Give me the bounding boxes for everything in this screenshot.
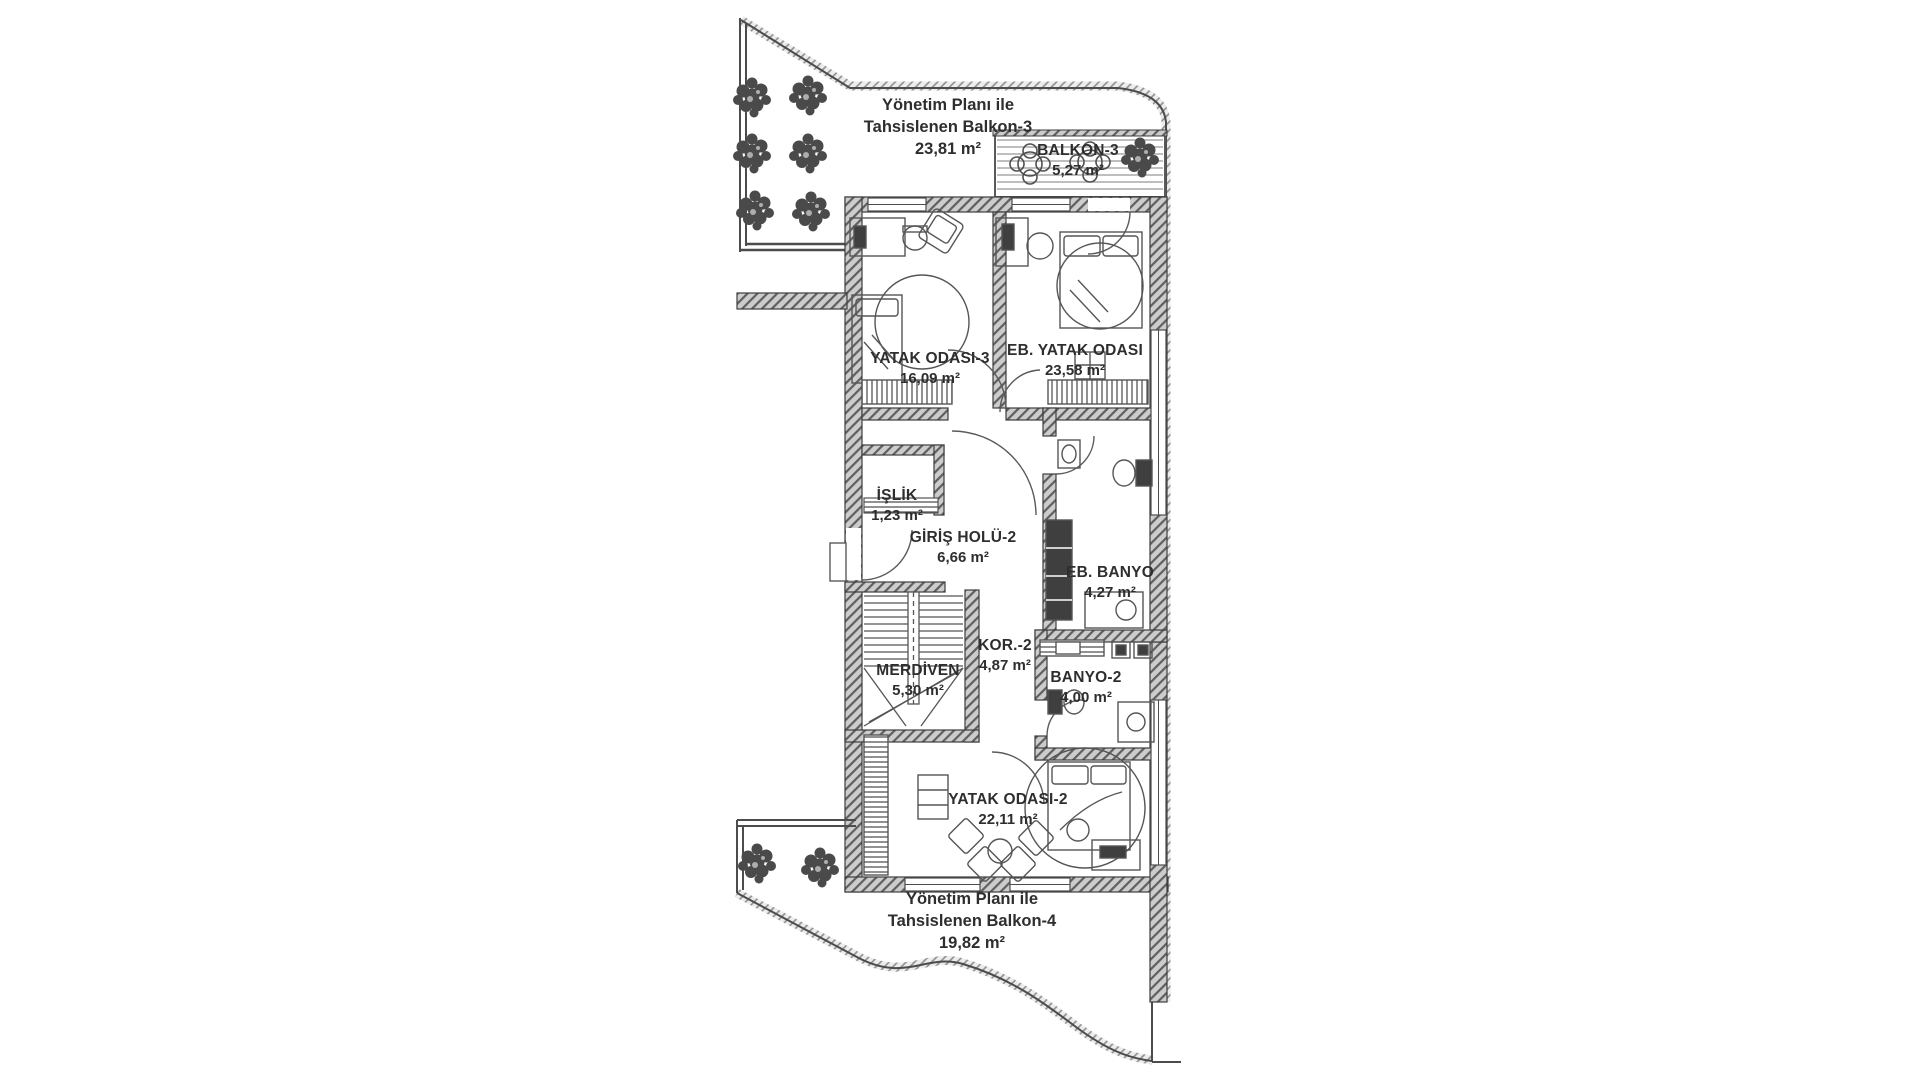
- label-merdiven: MERDİVEN 5,30 m²: [876, 661, 959, 701]
- label-banyo-2: BANYO-2 4,00 m²: [1050, 668, 1121, 708]
- terrace4-line2: Tahsislenen Balkon-4: [887, 912, 1057, 930]
- terrace3-area: 23,81 m²: [914, 140, 982, 158]
- room-name: İŞLİK: [876, 487, 918, 504]
- site-boundary: [734, 16, 1181, 1065]
- room-name: EB. BANYO: [1066, 564, 1154, 581]
- room-area: 4,00 m²: [1060, 689, 1112, 706]
- room-area: 5,27 m²: [1052, 162, 1104, 179]
- terrace-balkon-3-planter: [733, 75, 852, 252]
- label-eb-yatak-odasi: EB. YATAK ODASI 23,58 m²: [1007, 341, 1143, 381]
- label-giris-holu-2: GİRİŞ HOLÜ-2 6,66 m²: [910, 528, 1017, 568]
- terrace3-line1: Yönetim Planı ile: [881, 96, 1015, 114]
- room-eb-banyo-fixtures: [1045, 439, 1153, 629]
- terrace-balkon-4-planter: [736, 819, 856, 893]
- room-name: BALKON-3: [1037, 142, 1119, 159]
- tree-icons-top: [733, 75, 830, 232]
- tree-icons-bottom: [738, 843, 839, 888]
- label-yatak-odasi-2: YATAK ODASI-2 22,11 m²: [948, 790, 1067, 830]
- label-eb-banyo: EB. BANYO 4,27 m²: [1066, 563, 1154, 603]
- terrace4-area: 19,82 m²: [938, 934, 1006, 952]
- room-area: 1,23 m²: [871, 507, 923, 524]
- room-name: YATAK ODASI-2: [948, 791, 1068, 808]
- room-name: EB. YATAK ODASI: [1007, 342, 1143, 359]
- doors: [829, 198, 1131, 805]
- room-area: 22,11 m²: [978, 811, 1038, 828]
- terrace3-line2: Tahsislenen Balkon-3: [863, 118, 1033, 136]
- label-balkon-3: BALKON-3 5,27 m²: [1037, 141, 1119, 181]
- label-yatak-odasi-3: YATAK ODASI-3 16,09 m²: [870, 349, 989, 389]
- balkon-3-deck: [992, 129, 1168, 198]
- lounge-chair-icons: [1009, 141, 1111, 185]
- label-terrace-balkon-4: Yönetim Planı ile Tahsislenen Balkon-4 1…: [888, 888, 1056, 954]
- room-area: 6,66 m²: [937, 549, 989, 566]
- terrace4-line1: Yönetim Planı ile: [905, 890, 1039, 908]
- label-islik: İŞLİK 1,23 m²: [871, 486, 923, 526]
- room-name: MERDİVEN: [876, 662, 960, 679]
- room-islik-fixtures: [863, 497, 939, 514]
- room-eb-yatak-odasi-furniture: [995, 217, 1149, 405]
- room-area: 23,58 m²: [1044, 362, 1106, 379]
- staircase: [863, 591, 964, 727]
- room-name: KOR.-2: [978, 637, 1032, 654]
- room-area: 16,09 m²: [899, 370, 961, 387]
- room-name: GİRİŞ HOLÜ-2: [909, 529, 1017, 546]
- room-name: YATAK ODASI-3: [870, 350, 990, 367]
- label-terrace-balkon-3: Yönetim Planı ile Tahsislenen Balkon-3 2…: [864, 94, 1032, 160]
- label-kor-2: KOR.-2 4,87 m²: [978, 636, 1032, 676]
- room-yatak-odasi-2-furniture: [863, 734, 1146, 882]
- room-name: BANYO-2: [1050, 669, 1122, 686]
- windows: [867, 197, 1167, 892]
- room-banyo-2-fixtures: [1039, 639, 1155, 743]
- room-area: 5,30 m²: [892, 682, 944, 699]
- room-area: 4,87 m²: [979, 657, 1031, 674]
- room-yatak-odasi-3-furniture: [849, 208, 970, 405]
- room-area: 4,27 m²: [1084, 584, 1136, 601]
